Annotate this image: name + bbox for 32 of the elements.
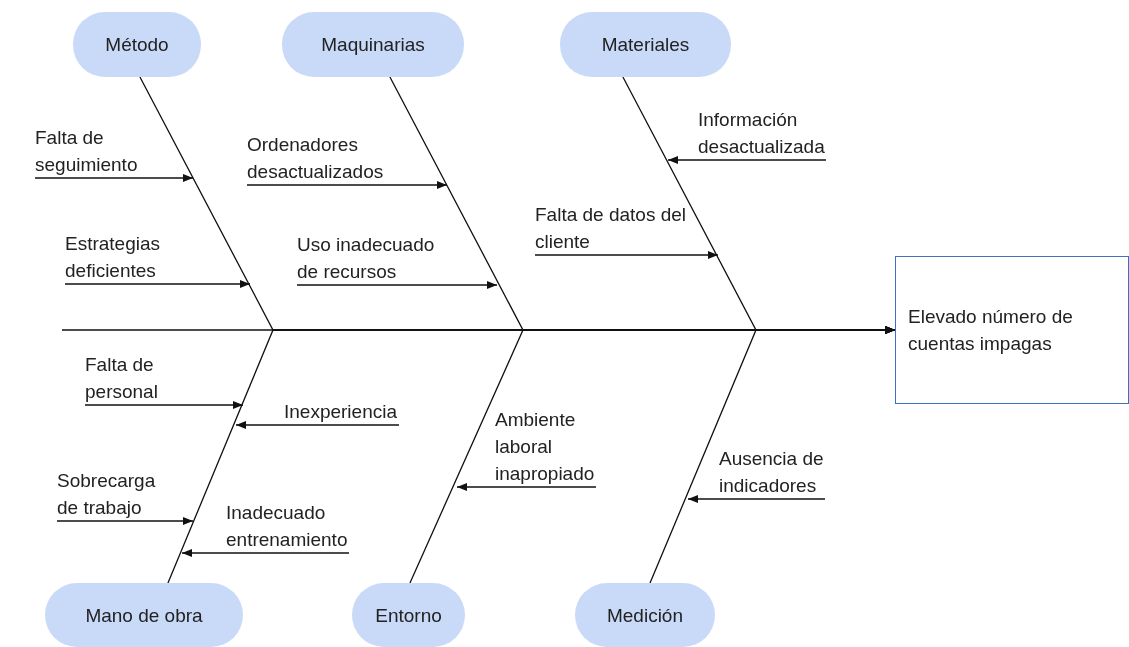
cause-label: Uso inadecuado de recursos: [297, 231, 436, 285]
category-pill: Materiales: [560, 12, 731, 77]
cause-label: Ausencia de indicadores: [719, 445, 825, 499]
cause-label: Ambiente laboral inapropiado: [495, 406, 596, 487]
cause-arrow: [246, 181, 448, 189]
cause-label: Falta de personal: [85, 351, 159, 405]
cause-label: Sobrecarga de trabajo: [57, 467, 157, 521]
cause-arrow: [687, 495, 826, 503]
cause-arrow: [34, 174, 194, 182]
cause-arrow: [296, 281, 498, 289]
cause-arrow: [534, 251, 719, 259]
category-pill: Entorno: [352, 583, 465, 647]
cause-label: Falta de seguimiento: [35, 124, 139, 178]
cause-arrow: [456, 483, 597, 491]
cause-label: Inadecuado entrenamiento: [226, 499, 349, 553]
category-pill: Medición: [575, 583, 715, 647]
category-pill: Método: [73, 12, 201, 77]
cause-label: Información desactualizada: [698, 106, 826, 160]
cause-label: Estrategias deficientes: [65, 230, 162, 284]
category-pill: Mano de obra: [45, 583, 243, 647]
cause-label: Inexperiencia: [284, 398, 399, 425]
cause-arrow: [84, 401, 244, 409]
effect-box: Elevado número de cuentas impagas: [895, 256, 1129, 404]
cause-arrow: [56, 517, 194, 525]
cause-arrow: [235, 421, 400, 429]
cause-arrow: [64, 280, 251, 288]
cause-arrow: [667, 156, 827, 164]
spine-arrow: [61, 326, 896, 334]
cause-label: Falta de datos del cliente: [535, 201, 688, 255]
category-pill: Maquinarias: [282, 12, 464, 77]
cause-label: Ordenadores desactualizados: [247, 131, 385, 185]
cause-arrow: [181, 549, 350, 557]
